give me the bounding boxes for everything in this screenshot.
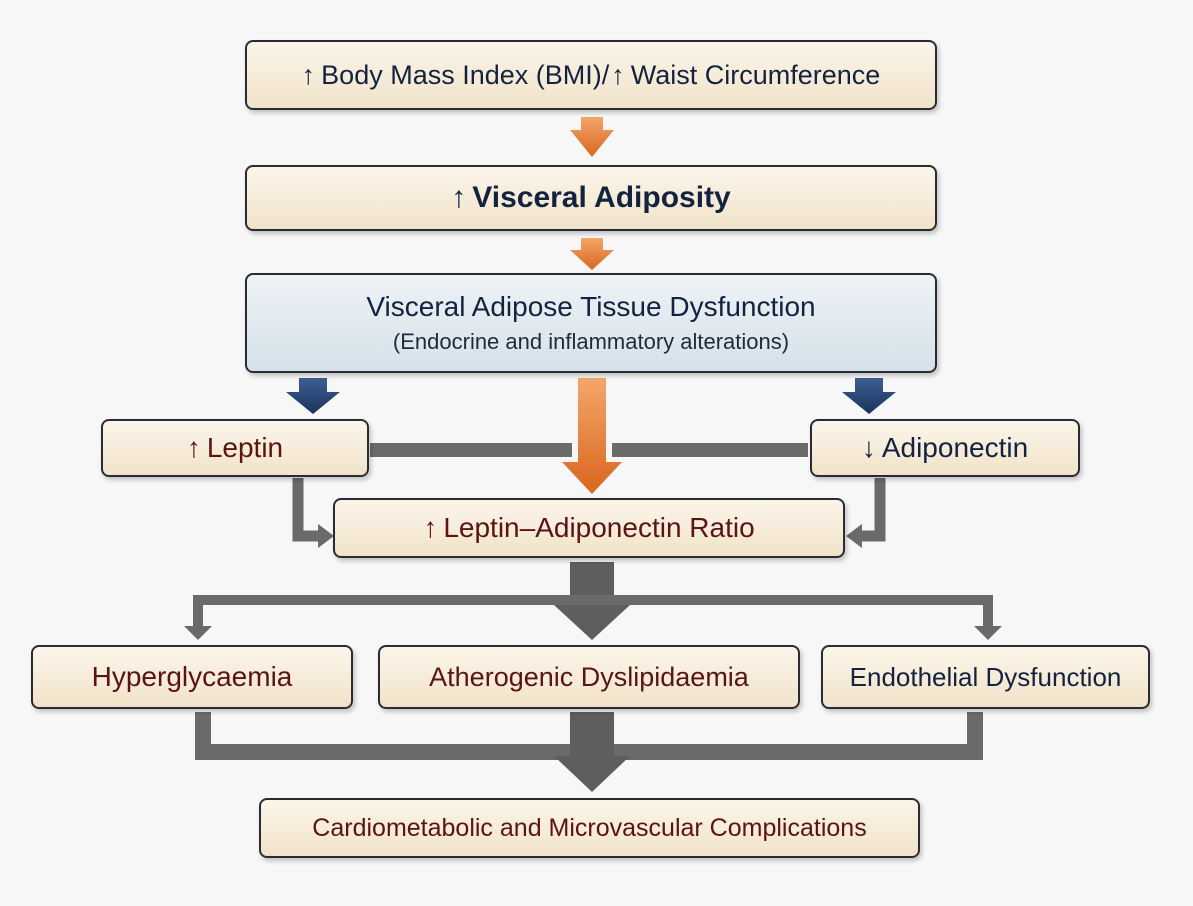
arrow-vat-to-ratio bbox=[562, 378, 622, 494]
arrow-vat-to-adiponectin bbox=[842, 378, 896, 414]
ratio-label: Leptin–Adiponectin Ratio bbox=[443, 512, 755, 543]
arrow-vat-to-leptin bbox=[286, 378, 340, 414]
connector-leptin-ratio bbox=[370, 443, 572, 457]
visceral-adiposity-label: Visceral Adiposity bbox=[472, 181, 731, 214]
down-arrow-icon: ↓ bbox=[861, 432, 876, 463]
adiponectin-label: Adiponectin bbox=[881, 432, 1029, 463]
vat-dysfunction-subtitle: (Endocrine and inflammatory alterations) bbox=[392, 329, 790, 354]
arrow-outcomes-to-complications bbox=[554, 712, 630, 792]
branch-bar bbox=[193, 595, 993, 628]
up-arrow-icon: ↑ bbox=[423, 512, 438, 543]
adiponectin-box: ↓Adiponectin bbox=[810, 419, 1080, 477]
bmi-waist-box: ↑Body Mass Index (BMI)/↑Waist Circumfere… bbox=[245, 40, 937, 110]
endothelial-dysfunction-box: Endothelial Dysfunction bbox=[821, 645, 1150, 709]
leptin-label: Leptin bbox=[206, 432, 284, 463]
up-arrow-icon: ↑ bbox=[451, 181, 467, 214]
elbow-adiponectin-to-ratio bbox=[860, 478, 886, 542]
visceral-adiposity-box: ↑Visceral Adiposity bbox=[245, 165, 937, 231]
elbow-adiponectin-arrowhead bbox=[846, 524, 862, 548]
dyslipidaemia-label: Atherogenic Dyslipidaemia bbox=[429, 661, 749, 692]
up-arrow-icon: ↑ bbox=[611, 59, 625, 90]
branch-arrowhead-right bbox=[974, 626, 1002, 640]
leptin-adiponectin-ratio-box: ↑Leptin–Adiponectin Ratio bbox=[333, 498, 845, 558]
up-arrow-icon: ↑ bbox=[301, 59, 316, 90]
complications-box: Cardiometabolic and Microvascular Compli… bbox=[259, 798, 920, 858]
hyperglycaemia-label: Hyperglycaemia bbox=[91, 661, 293, 692]
leptin-box: ↑Leptin bbox=[101, 419, 369, 477]
vat-dysfunction-title: Visceral Adipose Tissue Dysfunction bbox=[366, 291, 816, 322]
vat-dysfunction-box: Visceral Adipose Tissue Dysfunction (End… bbox=[245, 273, 937, 373]
arrow-adiposity-to-vat bbox=[570, 238, 614, 270]
hyperglycaemia-box: Hyperglycaemia bbox=[31, 645, 353, 709]
dyslipidaemia-box: Atherogenic Dyslipidaemia bbox=[378, 645, 800, 709]
complications-label: Cardiometabolic and Microvascular Compli… bbox=[312, 813, 867, 842]
elbow-leptin-to-ratio bbox=[292, 478, 320, 542]
elbow-leptin-arrowhead bbox=[318, 524, 334, 548]
arrow-bmi-to-adiposity bbox=[570, 117, 614, 157]
branch-arrowhead-left bbox=[184, 626, 212, 640]
endothelial-label: Endothelial Dysfunction bbox=[849, 661, 1122, 692]
waist-label: Waist Circumference bbox=[630, 59, 881, 90]
up-arrow-icon: ↑ bbox=[186, 432, 201, 463]
connector-ratio-adiponectin bbox=[612, 443, 808, 457]
bmi-label: Body Mass Index (BMI)/ bbox=[321, 59, 610, 90]
